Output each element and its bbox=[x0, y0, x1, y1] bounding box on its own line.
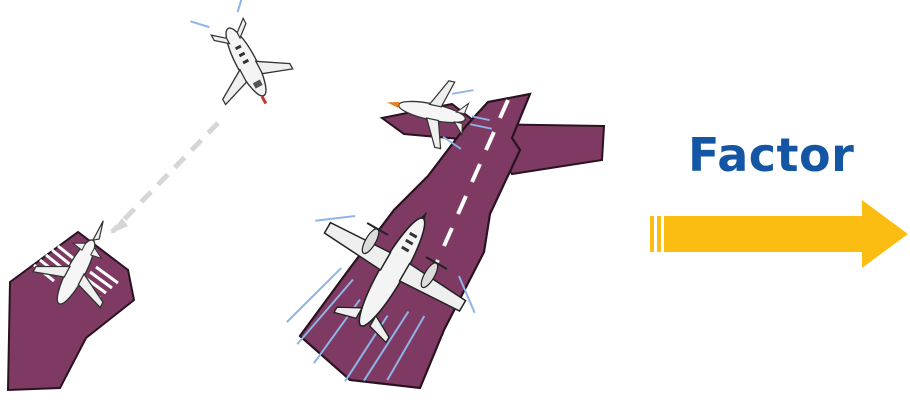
left-landing-scene bbox=[8, 0, 301, 390]
flight-path-arrowhead bbox=[110, 218, 128, 234]
flight-path bbox=[112, 123, 218, 232]
center-runway-scene bbox=[253, 69, 604, 411]
business-jet-icon bbox=[183, 0, 301, 120]
factor-label: Factor bbox=[688, 128, 854, 182]
right-arrow-icon bbox=[650, 200, 908, 268]
runway-threshold-icon bbox=[8, 232, 134, 390]
